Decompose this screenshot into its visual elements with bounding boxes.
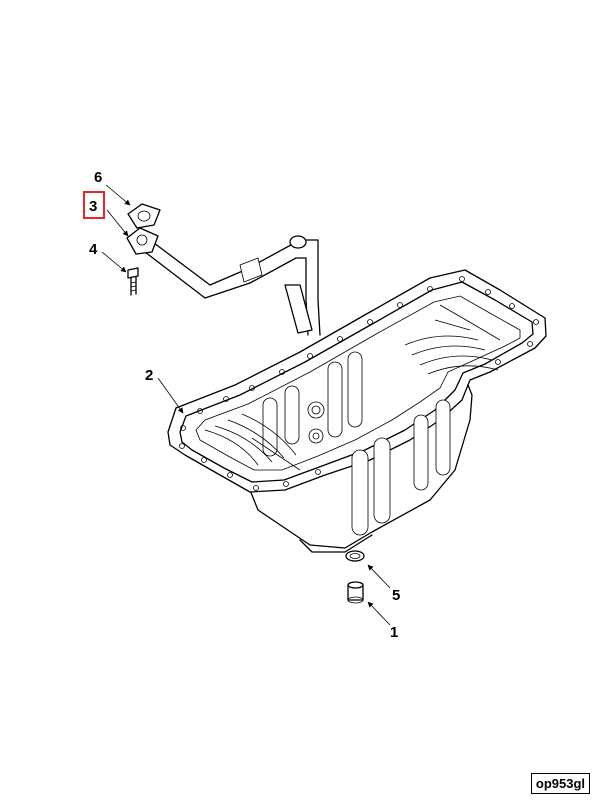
- callout-1: 1: [390, 624, 398, 641]
- callout-4: 4: [89, 241, 98, 258]
- bolt: [127, 267, 139, 296]
- flange-bolt-holes: [179, 276, 539, 491]
- figure-code-label: op953gl: [530, 773, 590, 794]
- callout-6: 6: [94, 169, 102, 186]
- oil-pan-ribs: [262, 351, 451, 536]
- gasket: [127, 203, 161, 229]
- leader-lines: [101, 184, 391, 626]
- oil-pan: [167, 269, 547, 553]
- drain-plug: [347, 581, 364, 604]
- callout-3: 3: [89, 198, 97, 215]
- callout-2: 2: [145, 367, 153, 384]
- drain-plug-gasket: [345, 550, 365, 562]
- tube-flange: [126, 227, 159, 255]
- oil-pan-baffles-right: [404, 304, 501, 375]
- callout-5: 5: [392, 587, 400, 604]
- oil-pickup-tube: [126, 227, 321, 336]
- callout-3-highlight-box: [83, 191, 105, 219]
- oil-pan-baffles-left: [204, 413, 301, 471]
